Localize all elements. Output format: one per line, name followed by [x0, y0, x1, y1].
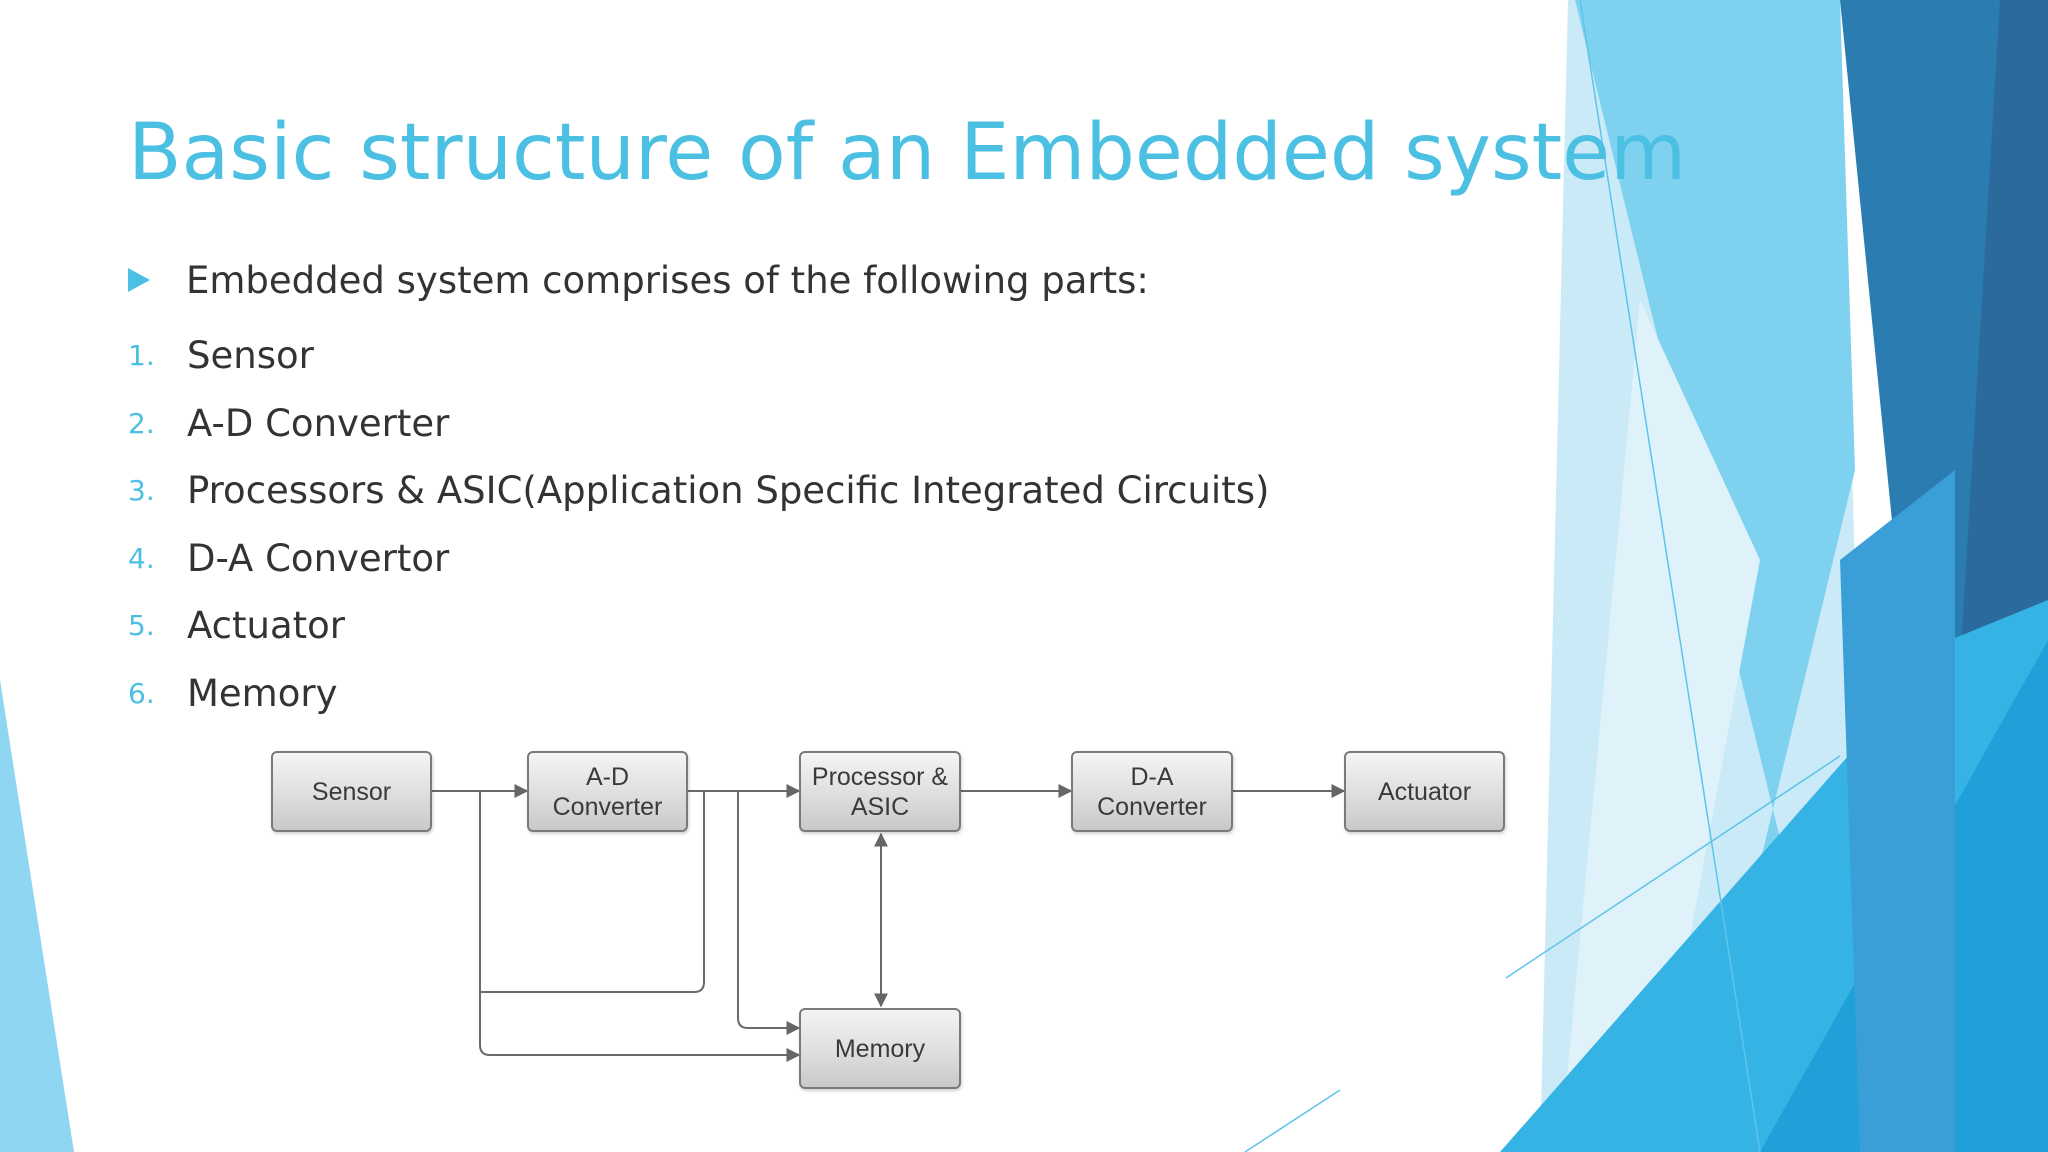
item-text: Sensor [187, 334, 314, 378]
arrow-ad-to-memory [737, 791, 801, 1035]
list-item: 2. A-D Converter [128, 390, 1269, 458]
actuator-block-label: Actuator [1377, 777, 1472, 806]
right-mid-wedge [1840, 470, 1955, 1152]
list-item: 5. Actuator [128, 592, 1269, 660]
slide-title: Basic structure of an Embedded system [128, 108, 1687, 198]
item-number: 4. [128, 541, 155, 575]
processor-block-label: Processor & ASIC [811, 762, 949, 821]
parts-list: 1. Sensor 2. A-D Converter 3. Processors & … [128, 322, 1269, 727]
list-item: 1. Sensor [128, 322, 1269, 390]
item-number: 5. [128, 609, 155, 643]
memory-block: Memory [799, 1008, 961, 1089]
left-accent-shape [0, 680, 74, 1152]
item-text: Processors & ASIC(Application Specific I… [187, 469, 1270, 513]
connector-ad-loop [480, 790, 705, 993]
item-text: D-A Convertor [187, 536, 450, 580]
da-converter-block-label: D-A Converter [1097, 762, 1207, 821]
item-number: 3. [128, 474, 155, 508]
list-item: 4. D-A Convertor [128, 525, 1269, 593]
item-text: Memory [187, 671, 338, 715]
intro-bullet: Embedded system comprises of the followi… [128, 255, 1149, 305]
item-text: A-D Converter [187, 401, 450, 445]
thin-line-3 [1244, 1089, 1341, 1152]
item-text: Actuator [187, 604, 345, 648]
triangle-bullet-icon [128, 268, 150, 292]
item-number: 2. [128, 406, 155, 440]
item-number: 6. [128, 676, 155, 710]
sensor-block-label: Sensor [311, 777, 392, 806]
da-converter-block: D-A Converter [1071, 751, 1233, 832]
actuator-block: Actuator [1344, 751, 1505, 832]
intro-text: Embedded system comprises of the followi… [186, 258, 1149, 302]
item-number: 1. [128, 339, 155, 373]
list-item: 3. Processors & ASIC(Application Specific… [128, 457, 1269, 525]
thin-line-2 [1505, 755, 1841, 979]
sensor-block: Sensor [271, 751, 432, 832]
thin-line-1 [1579, 0, 1761, 1152]
arrow-sensor-to-memory [479, 791, 801, 1062]
list-item: 6. Memory [128, 660, 1269, 728]
memory-block-label: Memory [834, 1034, 926, 1063]
ad-converter-block: A-D Converter [527, 751, 688, 832]
right-pale-wedge [1560, 300, 1760, 1152]
ad-converter-block-label: A-D Converter [552, 762, 663, 821]
processor-block: Processor & ASIC [799, 751, 961, 832]
